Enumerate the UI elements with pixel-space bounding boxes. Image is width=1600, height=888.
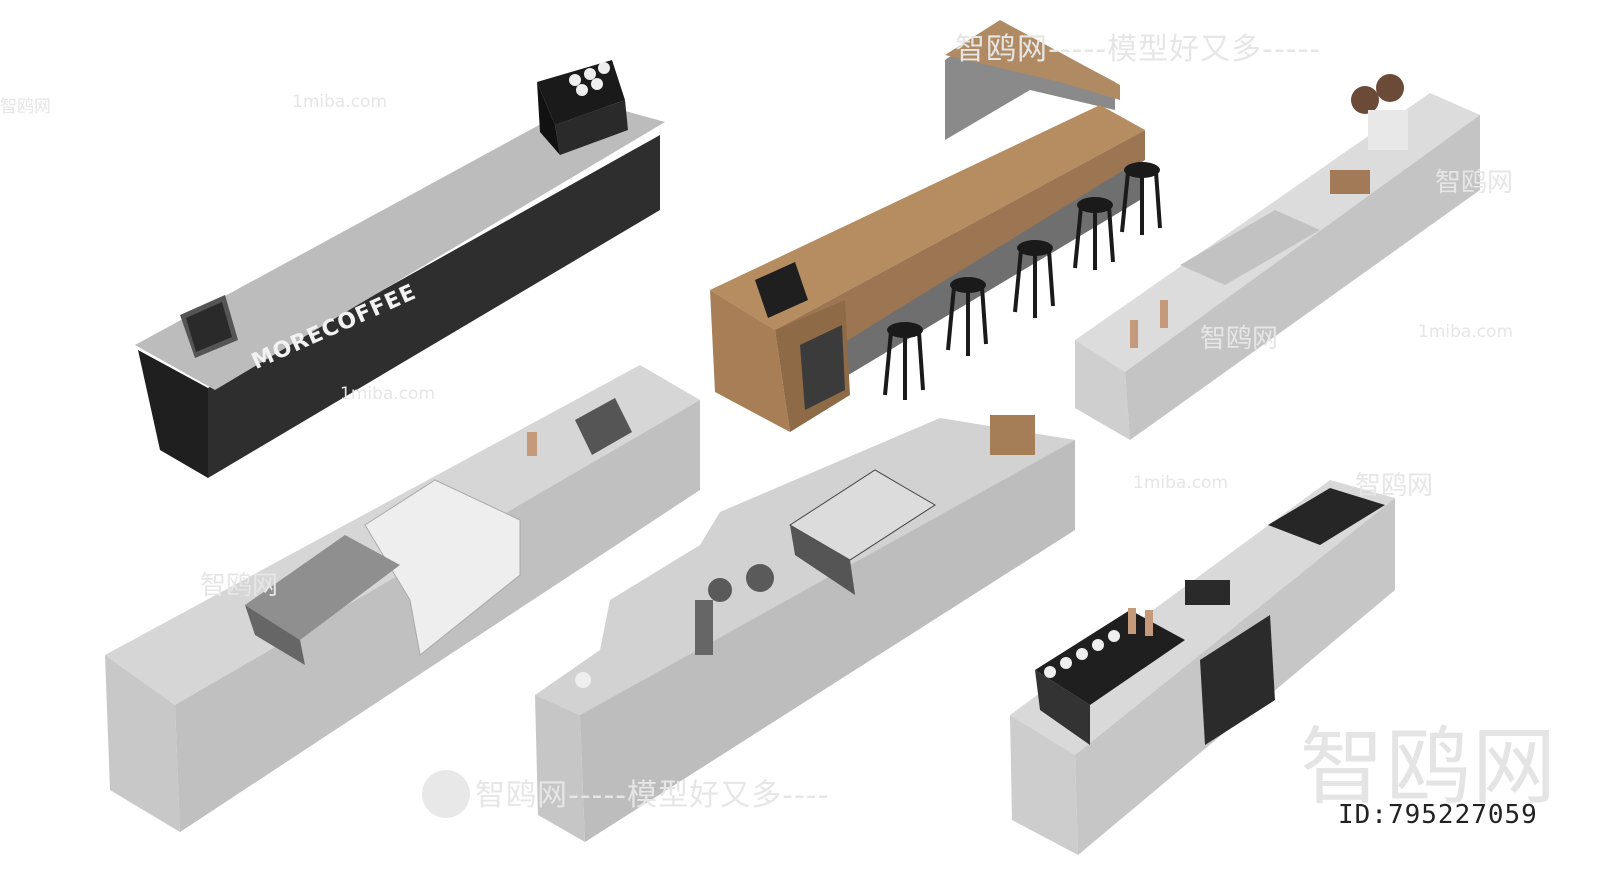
pos-screen	[186, 302, 232, 352]
cup	[1044, 666, 1056, 678]
bar-stool	[883, 322, 925, 400]
cup-stack	[1160, 300, 1168, 328]
center-grinder	[746, 564, 774, 592]
watermark-logo-icon	[422, 770, 470, 818]
center-espresso-front	[790, 525, 855, 595]
bar-wood-top-main	[710, 105, 1145, 330]
bar-wood-top-back	[945, 20, 1120, 100]
grinder	[1351, 86, 1379, 114]
center-grinder	[708, 578, 732, 602]
gray-counter-front	[1075, 340, 1130, 440]
gray-counter-front-left	[105, 655, 180, 832]
cup-on-machine	[584, 68, 596, 80]
black-counter-side	[208, 135, 660, 478]
black-counter-front	[138, 350, 208, 478]
cup-stack	[1145, 610, 1153, 636]
model-id-label: ID:795227059	[1338, 800, 1538, 830]
wooden-bar-counter	[710, 20, 1162, 432]
cup	[1076, 648, 1088, 660]
cup-stack	[1130, 320, 1138, 348]
rb-espresso-front	[1035, 670, 1090, 745]
coffee-bags	[990, 415, 1035, 455]
coffee-machine-side	[555, 100, 628, 155]
gray-counter-right-bottom	[1010, 480, 1395, 855]
dishwasher	[1200, 615, 1275, 745]
bar-stool	[1073, 197, 1115, 270]
black-sink	[1268, 488, 1385, 545]
watermark-logo-text: 智鸥网	[1300, 718, 1559, 816]
menu-board	[800, 325, 845, 410]
center-counter-front	[535, 695, 585, 842]
rb-grinder	[1185, 580, 1230, 605]
bar-end-front	[710, 290, 790, 432]
center-espresso-machine	[789, 469, 936, 561]
cup-on-machine	[576, 84, 588, 96]
black-granite-counter	[135, 60, 665, 478]
gray-counter-left	[105, 365, 700, 832]
bar-front-panel	[775, 130, 1145, 360]
cup-on-machine	[591, 78, 603, 90]
grinder-body	[1368, 110, 1408, 150]
light-gray-counter-right	[1075, 74, 1480, 440]
cup-stack	[1128, 608, 1136, 634]
center-grinder-body	[695, 600, 713, 655]
bar-register	[755, 262, 808, 318]
gray-counter-side	[1125, 115, 1480, 440]
bar-stool	[946, 277, 988, 356]
bar-stool	[1120, 162, 1162, 235]
cup	[1108, 630, 1120, 642]
sink-recess	[1180, 210, 1320, 285]
grinder	[1376, 74, 1404, 102]
cup-on-machine	[598, 62, 610, 74]
cup	[1092, 639, 1104, 651]
cup	[1060, 657, 1072, 669]
granite-countertop	[135, 100, 665, 390]
display-case	[364, 479, 521, 656]
center-counter-side	[580, 440, 1075, 842]
counter-hole	[575, 672, 591, 688]
coffee-machine-front	[537, 82, 560, 155]
tablet-pos	[575, 398, 632, 455]
bar-stool	[1013, 240, 1055, 318]
espresso-machine	[245, 535, 400, 640]
espresso-machine-front	[245, 605, 305, 665]
cup-stack	[527, 432, 537, 456]
gray-counter-center	[535, 415, 1075, 842]
cup-on-machine	[569, 74, 581, 86]
center-counter-top	[535, 418, 1075, 715]
rb-counter-front	[1010, 715, 1078, 855]
wood-tray	[1330, 170, 1370, 194]
